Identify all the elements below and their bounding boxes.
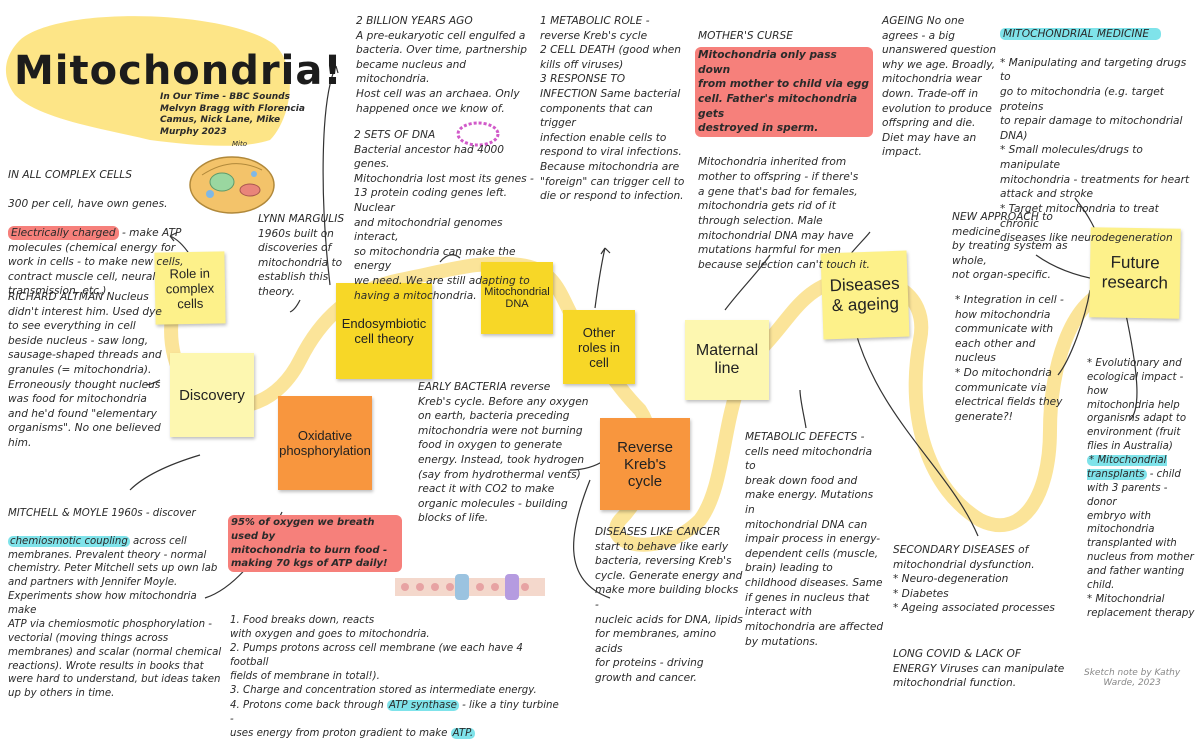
sticky-mito-dna[interactable]: Mitochondrial DNA <box>481 262 553 334</box>
mito-dna-icon <box>456 121 500 147</box>
note-text: 1. Food breaks down, reacts with oxygen … <box>230 615 537 711</box>
note-metabolic: METABOLIC DEFECTS - cells need mitochond… <box>745 431 884 648</box>
sticky-maternal[interactable]: Maternal line <box>685 320 769 400</box>
note-secondary: SECONDARY DISEASES of mitochondrial dysf… <box>893 544 1055 615</box>
note-heading: MOTHER'S CURSE <box>698 29 793 42</box>
sticky-other-roles[interactable]: Other roles in cell <box>563 310 635 384</box>
sticky-oxidative[interactable]: Oxidative phosphorylation <box>278 396 372 490</box>
note-early-bacteria: EARLY BACTERIA reverse Kreb's cycle. Bef… <box>418 381 589 525</box>
note-steps: 1. Food breaks down, reacts with oxygen … <box>230 600 560 741</box>
title-blob <box>5 16 290 146</box>
credit-text: In Our Time - BBC Sounds Melvyn Bragg wi… <box>160 92 305 138</box>
mito-label: Mito <box>232 140 248 148</box>
highlight-chemiosmotic: chemiosmotic coupling <box>8 535 130 547</box>
sticky-reverse-krebs[interactable]: Reverse Kreb's cycle <box>600 418 690 510</box>
note-text: - make ATP molecules (chemical energy fo… <box>8 227 184 298</box>
highlight-medicine: MITOCHONDRIAL MEDICINE <box>1000 27 1162 40</box>
note-mothers-curse: MOTHER'S CURSE Mitochondria only pass do… <box>695 14 873 272</box>
signature: Sketch note by Kathy Warde, 2023 <box>1084 668 1181 688</box>
note-two-sets-dna: 2 SETS OF DNA Bacterial ancestor had 400… <box>354 129 534 302</box>
note-heading: IN ALL COMPLEX CELLS <box>8 168 132 181</box>
note-new-approach: NEW APPROACH to medicine by treating sys… <box>952 211 1068 282</box>
note-medicine: MITOCHONDRIAL MEDICINE * Manipulating an… <box>1000 12 1195 246</box>
note-margulis: LYNN MARGULIS 1960s built on discoveries… <box>258 213 345 299</box>
highlight-atp-synthase: ATP synthase <box>386 699 459 711</box>
note-two-billion: 2 BILLION YEARS AGO A pre-eukaryotic cel… <box>356 15 527 115</box>
mitochondria-cell-icon <box>189 156 275 214</box>
sticky-discovery[interactable]: Discovery <box>170 353 254 437</box>
note-text: - child with 3 parents - donor embryo wi… <box>1087 468 1195 619</box>
membrane-diagram-icon <box>395 574 545 600</box>
note-text: Mitochondria inherited from mother to of… <box>698 156 870 271</box>
note-mitchell: MITCHELL & MOYLE 1960s - discover chemio… <box>8 493 223 701</box>
note-text: * Manipulating and targeting drugs to go… <box>1000 56 1190 245</box>
sticky-endosymbiotic[interactable]: Endosymbiotic cell theory <box>336 283 432 379</box>
note-text: 300 per cell, have own genes. <box>8 197 168 210</box>
note-complex-cells: IN ALL COMPLEX CELLS 300 per cell, have … <box>8 153 208 299</box>
note-cancer: DISEASES LIKE CANCER start to behave lik… <box>595 526 743 685</box>
note-text: MITCHELL & MOYLE 1960s - discover <box>8 507 196 519</box>
note-evolutionary: * Evolutionary and ecological impact - h… <box>1087 343 1199 621</box>
highlight-oxygen: 95% of oxygen we breath used by mitochon… <box>228 515 402 573</box>
note-text: * Evolutionary and ecological impact - h… <box>1087 357 1187 453</box>
highlight-atp: ATP. <box>450 727 476 739</box>
page-title: Mitochondria! <box>14 48 343 94</box>
note-integration: * Integration in cell - how mitochondria… <box>955 294 1064 423</box>
note-altman: RICHARD ALTMAN Nucleus didn't interest h… <box>8 291 162 450</box>
highlight-mothers-curse: Mitochondria only pass down from mother … <box>695 47 873 137</box>
note-long-covid: LONG COVID & LACK OF ENERGY Viruses can … <box>893 648 1065 690</box>
note-text: across cell membranes. Prevalent theory … <box>8 535 222 700</box>
note-ageing: AGEING No one agrees - a big unanswered … <box>882 15 997 159</box>
note-roles: 1 METABOLIC ROLE - reverse Kreb's cycle … <box>540 15 685 203</box>
highlight-electrically-charged: Electrically charged <box>8 226 119 241</box>
